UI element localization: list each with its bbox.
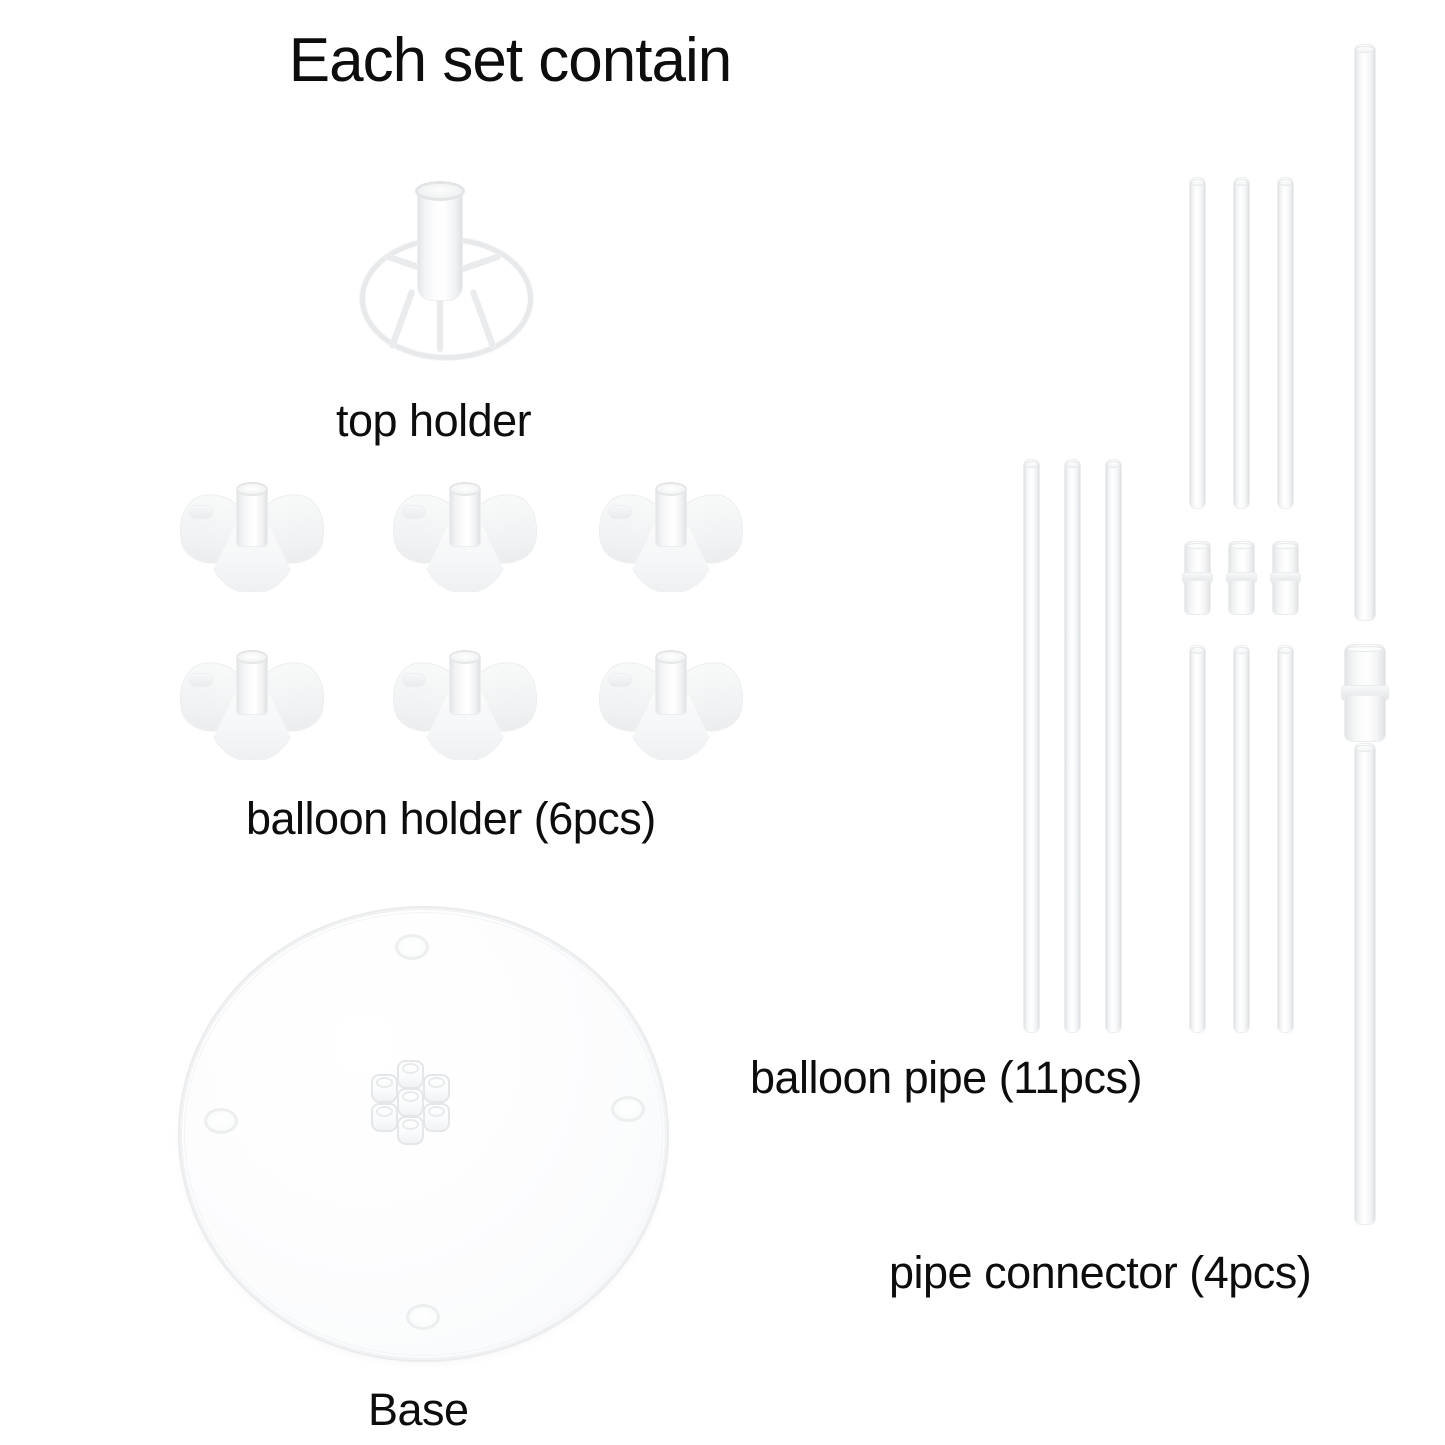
balloon-pipe-item xyxy=(1355,45,1375,620)
base-center-socket-icon xyxy=(397,1116,424,1145)
base-center-socket-icon xyxy=(371,1074,398,1103)
balloon-holder-item xyxy=(592,482,750,592)
top-holder-illustration xyxy=(352,180,533,365)
caption-pipe-connector: pipe connector (4pcs) xyxy=(889,1247,1312,1298)
base-perimeter-hole-icon xyxy=(611,1096,645,1122)
balloon-pipe-item xyxy=(1355,744,1375,1224)
balloon-holder-item xyxy=(592,650,750,760)
connector-collar-icon xyxy=(1183,573,1212,583)
balloon-pipe-item xyxy=(1234,178,1249,508)
base-center-socket-icon xyxy=(371,1103,398,1132)
base-center-socket-icon xyxy=(423,1074,450,1103)
balloon-holder-nub-icon xyxy=(609,506,631,518)
connector-upper-end-icon xyxy=(1185,542,1210,575)
balloon-holder-item xyxy=(173,482,331,592)
pipe-connector-item xyxy=(1227,542,1256,614)
balloon-holder-nub-icon xyxy=(403,506,425,518)
caption-balloon-pipe: balloon pipe (11pcs) xyxy=(750,1052,1142,1103)
caption-top-holder: top holder xyxy=(336,395,532,446)
base-perimeter-hole-icon xyxy=(204,1108,238,1134)
connector-lower-end-icon xyxy=(1273,581,1298,614)
connector-lower-end-icon xyxy=(1229,581,1254,614)
balloon-holder-item xyxy=(173,650,331,760)
balloon-pipe-item xyxy=(1190,646,1205,1032)
base-center-socket-icon xyxy=(397,1088,424,1117)
balloon-holder-nub-icon xyxy=(609,674,631,686)
balloon-pipe-item xyxy=(1234,646,1249,1032)
balloon-holder-tube-rim-icon xyxy=(236,482,268,496)
connector-collar-icon xyxy=(1271,573,1300,583)
top-holder-tube-icon xyxy=(418,186,462,300)
base-illustration xyxy=(180,908,667,1360)
balloon-pipe-item xyxy=(1065,460,1080,1032)
balloon-pipe-item xyxy=(1278,178,1293,508)
base-perimeter-hole-icon xyxy=(406,1304,440,1330)
base-center-socket-icon xyxy=(423,1103,450,1132)
balloon-holder-nub-icon xyxy=(403,674,425,686)
connector-collar-icon xyxy=(1227,573,1256,583)
top-holder-spoke-icon xyxy=(437,288,443,352)
balloon-pipe-item xyxy=(1024,460,1039,1032)
balloon-pipe-item xyxy=(1278,646,1293,1032)
balloon-holder-nub-icon xyxy=(190,506,212,518)
balloon-holder-tube-rim-icon xyxy=(449,482,481,496)
caption-balloon-holder: balloon holder (6pcs) xyxy=(246,793,656,844)
caption-base: Base xyxy=(368,1384,469,1435)
balloon-holder-tube-rim-icon xyxy=(236,650,268,664)
connector-lower-end-icon xyxy=(1345,696,1385,741)
connector-upper-end-icon xyxy=(1229,542,1254,575)
connector-lower-end-icon xyxy=(1185,581,1210,614)
page-title: Each set contain xyxy=(288,26,732,95)
balloon-holder-item xyxy=(386,482,544,592)
balloon-holder-nub-icon xyxy=(190,674,212,686)
top-holder-tube-rim-icon xyxy=(415,181,465,201)
balloon-pipe-item xyxy=(1106,460,1121,1032)
pipe-connector-item xyxy=(1271,542,1300,614)
balloon-pipe-item xyxy=(1190,178,1205,508)
connector-upper-end-icon xyxy=(1273,542,1298,575)
balloon-holder-tube-rim-icon xyxy=(449,650,481,664)
base-center-socket-icon xyxy=(397,1060,424,1089)
base-perimeter-hole-icon xyxy=(395,934,429,960)
base-disc-edge-icon xyxy=(184,912,663,1356)
pipe-connector-item xyxy=(1183,542,1212,614)
connector-upper-end-icon xyxy=(1345,645,1385,690)
balloon-holder-item xyxy=(386,650,544,760)
balloon-holder-tube-rim-icon xyxy=(655,482,687,496)
balloon-holder-tube-rim-icon xyxy=(655,650,687,664)
pipe-connector-item xyxy=(1342,645,1388,741)
